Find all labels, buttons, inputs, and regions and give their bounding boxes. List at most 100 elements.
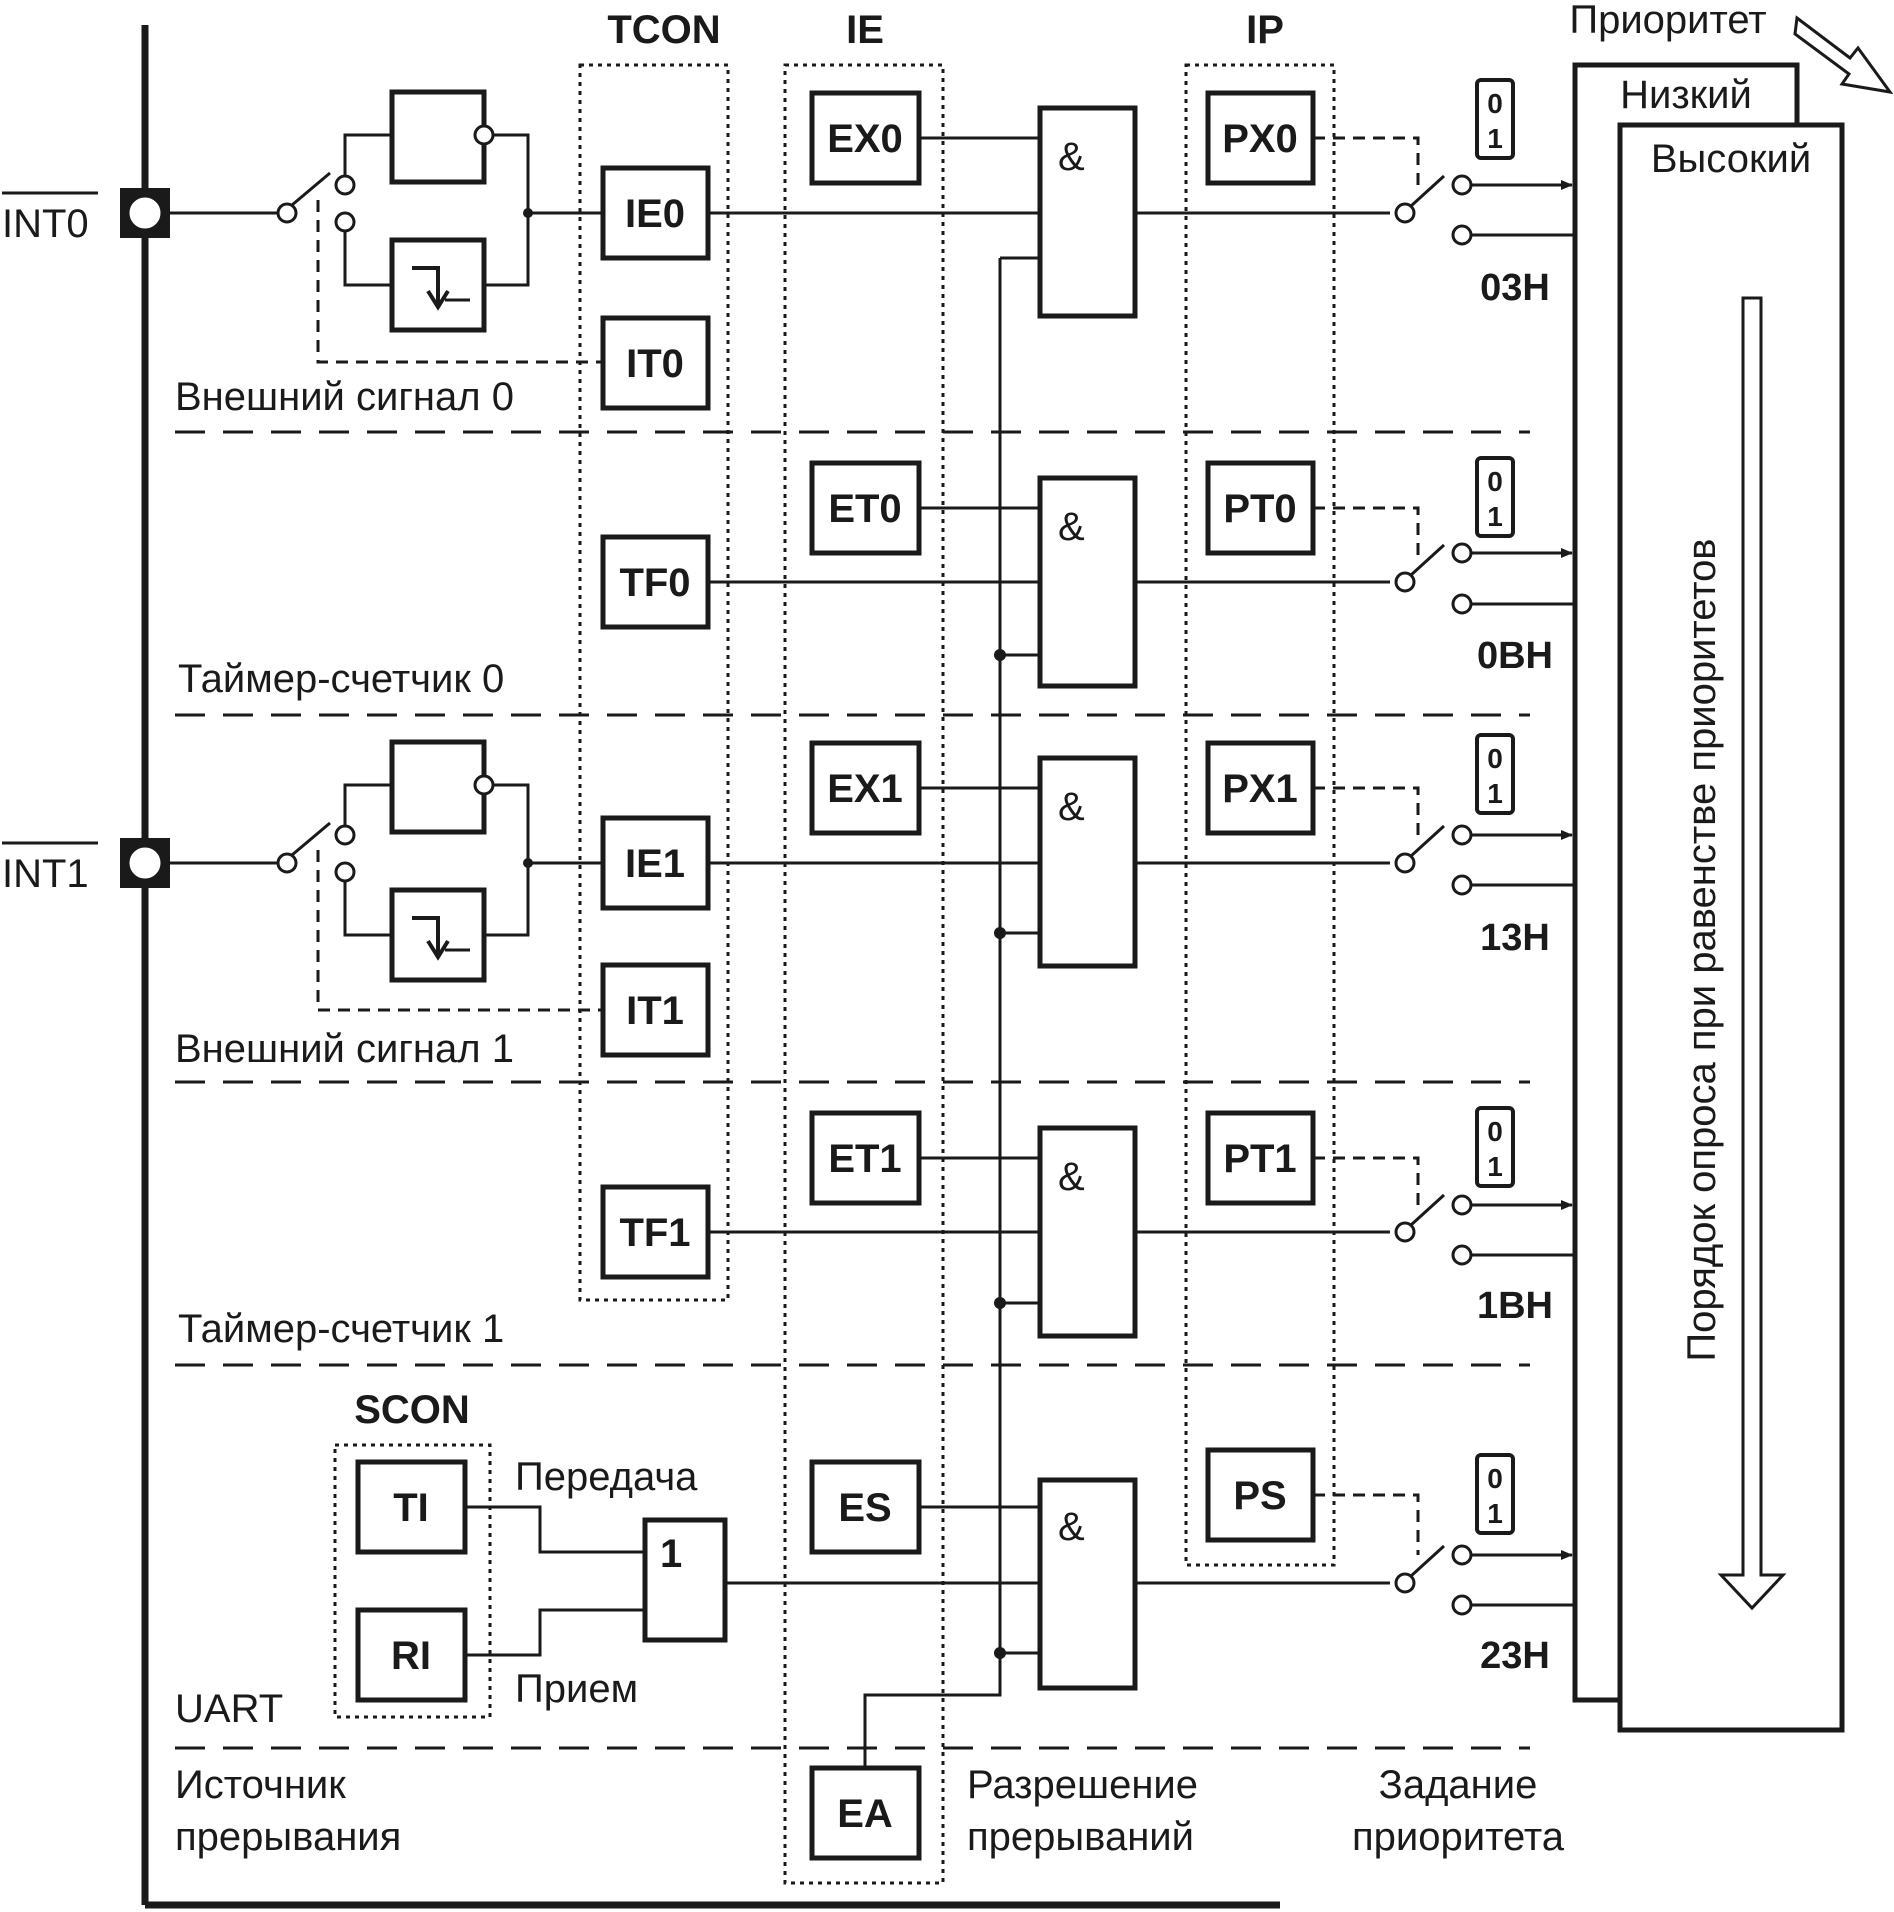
and-gate-uart (1037, 1477, 1138, 1691)
switch-contact-low (1451, 1194, 1473, 1216)
int1-inverter-bubble (473, 774, 495, 796)
int1-level-wire (343, 783, 392, 826)
int0-edge-wire (343, 231, 392, 287)
or-gate-symbol: 1 (660, 1532, 682, 1576)
bit-selector (1475, 1453, 1515, 1535)
ie-header: IE (846, 8, 884, 52)
int0-level-wire (343, 133, 392, 176)
rx-label: Прием (515, 1667, 638, 1711)
footer-priority-line2: приоритета (1352, 1815, 1565, 1859)
bit-one: 1 (1487, 778, 1503, 809)
ie1-register (600, 815, 711, 911)
it0-register (600, 315, 711, 411)
switch-blade (1409, 543, 1446, 577)
source-label-ext1: Внешний сигнал 1 (175, 1027, 514, 1071)
ea-register (809, 1765, 922, 1861)
int1-pin-label: INT1 (2, 852, 89, 896)
junction-dot (994, 649, 1006, 661)
tcon-header: TCON (607, 8, 720, 52)
switch-pivot (1394, 202, 1416, 224)
es-label: ES (838, 1486, 891, 1530)
int0-merge-wire (484, 133, 530, 287)
ex1-label: EX1 (827, 767, 903, 811)
et0-label: ET0 (828, 487, 901, 531)
et1-label: ET1 (828, 1137, 901, 1181)
it1-control-dashed (316, 850, 603, 1012)
poll-order-label: Порядок опроса при равенстве приоритетов (1680, 538, 1724, 1361)
source-label-ext0: Внешний сигнал 0 (175, 375, 514, 419)
pt1-register (1205, 1110, 1316, 1206)
switch-blade (1409, 824, 1446, 858)
falling-edge-icon (412, 266, 440, 305)
footer-source-line2: прерывания (175, 1815, 401, 1859)
and-gate-symbol: & (1058, 785, 1085, 829)
int0-switch-contact-level (334, 174, 356, 196)
and-gate-timer0 (1037, 475, 1138, 689)
it1-label: IT1 (626, 989, 684, 1033)
px0-register (1205, 90, 1316, 186)
es-register (809, 1459, 922, 1555)
int0-inverter-box (389, 89, 487, 185)
footer-enable-line1: Разрешение (967, 1763, 1198, 1807)
int0-switch-blade (291, 171, 331, 207)
ip-frame (1184, 63, 1336, 1567)
switch-contact-high (1451, 224, 1473, 246)
int1-inverter-box (389, 739, 487, 835)
ti-register (355, 1459, 468, 1555)
footer-enable-line2: прерываний (967, 1815, 1194, 1859)
and-gate-symbol: & (1058, 505, 1085, 549)
vector-address: 1BH (1477, 1285, 1553, 1327)
switch-contact-high (1451, 593, 1473, 615)
px0-control-dashed (1313, 136, 1420, 185)
pt0-control-dashed (1313, 506, 1420, 555)
bit-one: 1 (1487, 1151, 1503, 1182)
switch-contact-high (1451, 874, 1473, 896)
junction-dot (994, 1297, 1006, 1309)
vector-address: 03H (1480, 267, 1550, 309)
bit-selector (1475, 1106, 1515, 1188)
or-gate (642, 1517, 728, 1643)
and-gate-ext0 (1037, 105, 1138, 319)
ie1-label: IE1 (625, 842, 685, 886)
and-gate-timer1 (1037, 1125, 1138, 1339)
priority-switch-timer0: 0 1 0BH (1313, 456, 1618, 677)
int1-edge-wire (343, 881, 392, 937)
ie-frame (783, 63, 945, 1885)
switch-contact-low (1451, 542, 1473, 564)
int1-pin-circle (126, 844, 164, 882)
pt1-label: PT1 (1223, 1137, 1296, 1181)
ps-label: PS (1233, 1474, 1286, 1518)
bit-zero: 0 (1487, 466, 1503, 497)
int0-pin-circle (126, 194, 164, 232)
int0-pin-label: INT0 (2, 202, 89, 246)
int1-merge-wire (484, 783, 530, 937)
bit-zero: 0 (1487, 88, 1503, 119)
bit-selector (1475, 733, 1515, 815)
vector-address: 13H (1480, 917, 1550, 959)
it0-control-dashed (316, 200, 603, 364)
and-gate-symbol: & (1058, 1155, 1085, 1199)
and-gate-ext1 (1037, 755, 1138, 969)
ti-to-or-wire (465, 1505, 645, 1554)
scon-frame (333, 1443, 492, 1719)
int0-switch-contact-edge (334, 211, 356, 233)
poll-order-arrow-icon (1717, 296, 1787, 1611)
px1-control-dashed (1313, 786, 1420, 835)
px0-label: PX0 (1222, 117, 1298, 161)
footer-priority-line1: Задание (1379, 1763, 1538, 1807)
falling-edge-icon (412, 916, 440, 955)
ea-label: EA (837, 1792, 893, 1836)
footer-source-line1: Источник (175, 1763, 346, 1807)
pt1-control-dashed (1313, 1156, 1420, 1205)
bit-zero: 0 (1487, 1116, 1503, 1147)
tx-label: Передача (515, 1455, 698, 1499)
switch-blade (1409, 174, 1446, 208)
switch-pivot (1394, 852, 1416, 874)
bit-selector (1475, 456, 1515, 538)
switch-blade (1409, 1193, 1446, 1227)
priority-switch-uart: 0 1 23H (1313, 1453, 1618, 1677)
high-priority-panel (1617, 122, 1845, 1733)
tf0-register (600, 534, 711, 630)
and-gate-symbol: & (1058, 1505, 1085, 1549)
